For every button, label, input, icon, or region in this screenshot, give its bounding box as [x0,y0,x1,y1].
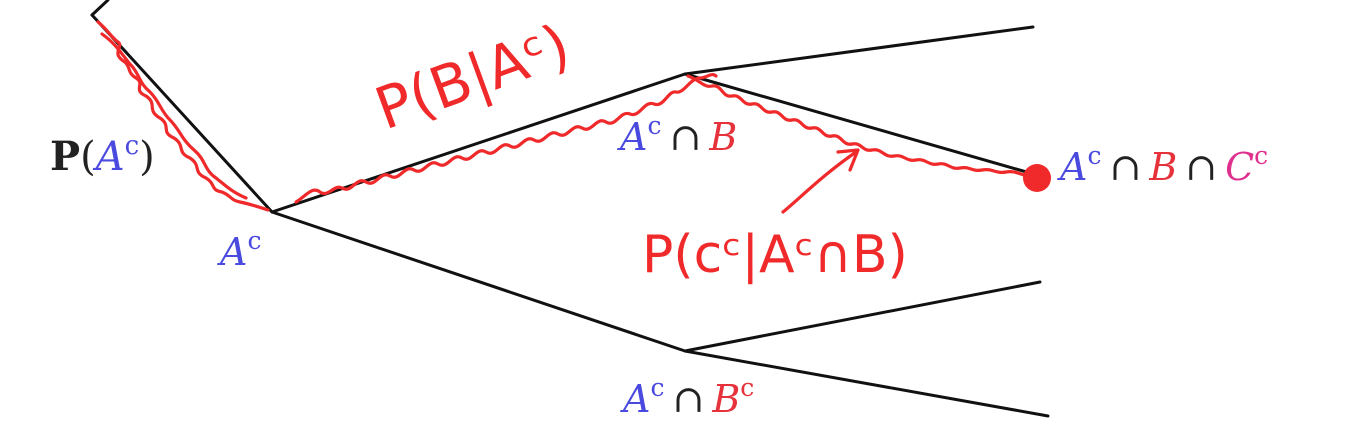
label-node-ac-b-b: B [708,115,737,159]
highlight-ac-to-ac-b [294,73,718,204]
highlight-root-squiggle-2 [100,32,248,200]
label-node-ac-bc: Ac ∩Bc [620,373,754,421]
arrow-head [836,148,860,172]
label-node-ac-b: Ac ∩B [617,111,737,159]
leaf-dot [1023,164,1051,192]
highlight-root-squiggle [96,20,270,212]
label-leaf-cap2: ∩ [1185,145,1217,189]
branch-top-stub [90,0,110,17]
label-leaf-b: B [1148,145,1177,189]
label-node-ac-bc-b-sup: c [740,373,754,402]
label-node-ac-bc-a: A [620,377,650,421]
label-node-ac-bc-b: B [711,377,740,421]
label-leaf-c-sup: c [1254,141,1268,170]
label-leaf-cap1: ∩ [1109,145,1141,189]
branch-ac-to-ac-bc [270,210,687,353]
label-p-ac-sup: c [125,131,140,161]
label-node-ac: Ac [217,226,261,274]
label-node-ac-sup: c [247,226,261,255]
label-p-ac-prefix: P [50,133,80,180]
branch-root-to-ac [90,13,274,214]
label-leaf-a: A [1057,145,1087,189]
label-node-ac-b-a-sup: c [647,111,661,140]
branch-ac-bc-to-upper [683,280,1042,353]
label-p-ac-open: ( [80,134,96,180]
branch-ac-bc-to-lower [683,349,1050,418]
label-leaf-c: C [1225,145,1254,189]
label-p-ac-close: ) [139,134,155,180]
label-node-ac-b-cap: ∩ [669,115,701,159]
highlight-ac-b-to-leaf [686,74,1032,178]
branch-ac-b-to-upper [683,25,1035,76]
label-node-ac-bc-cap: ∩ [672,377,704,421]
label-leaf-a-sup: c [1087,141,1101,170]
label-node-ac-var: A [217,230,247,274]
highlighted-path [96,20,1032,214]
label-p-ac: P(Ac) [50,131,155,180]
annotation-p-b-given-ac: P(B|Aᶜ) [367,11,579,144]
label-p-ac-var: A [92,134,125,180]
branch-ac-b-to-ac-b-cc [683,72,1039,177]
arrow-shaft [781,150,858,214]
label-node-ac-bc-a-sup: c [650,373,664,402]
label-node-ac-b-a: A [617,115,647,159]
annotation-p-cc-given-ac-b: P(cᶜ|Aᶜ∩B) [642,225,908,285]
label-node-ac-b-cc: Ac∩B∩Cc [1057,141,1268,189]
